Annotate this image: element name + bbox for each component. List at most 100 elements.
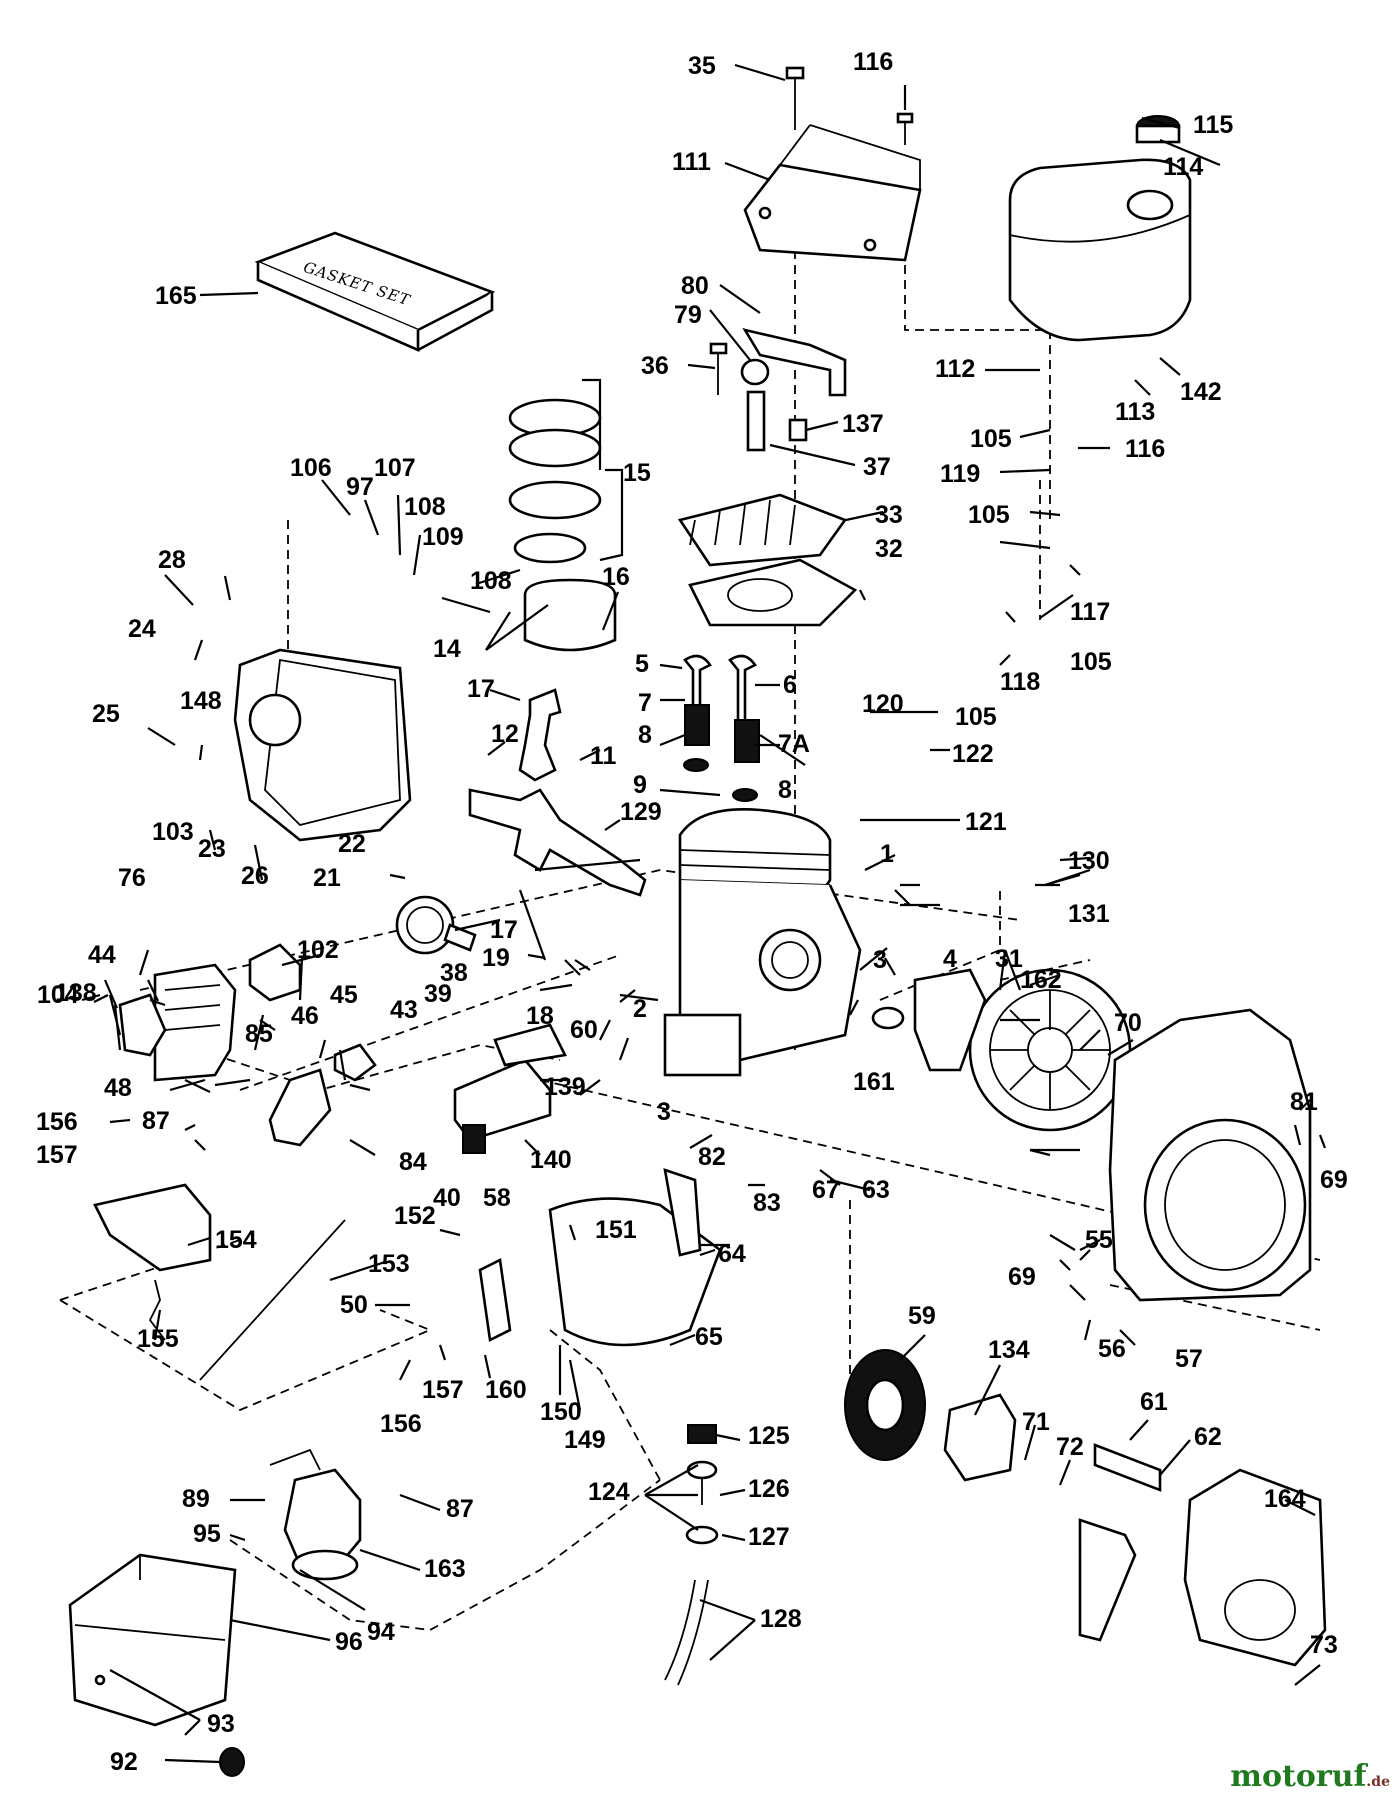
part-label: 60	[570, 1016, 598, 1044]
part-labels: 35 116 115 114 111 165 80 79 36 112 113 …	[36, 48, 1348, 1776]
part-label: 79	[674, 301, 702, 329]
part-label: 124	[588, 1478, 630, 1506]
part-label: 127	[748, 1523, 790, 1551]
part-label: 152	[394, 1202, 436, 1230]
air-cleaner-box	[68, 1553, 237, 1727]
part-label: 17	[467, 675, 495, 703]
part-label: 139	[544, 1073, 586, 1101]
part-label: 9	[633, 771, 647, 799]
part-label: 58	[483, 1184, 511, 1212]
part-label: 65	[695, 1323, 723, 1351]
part-label: 154	[215, 1226, 257, 1254]
leader-lines	[81, 63, 1327, 1764]
part-label: 61	[1140, 1388, 1168, 1416]
part-label: 138	[55, 979, 97, 1007]
part-label: 119	[940, 460, 980, 488]
part-label: 38	[440, 959, 468, 987]
part-label: 104	[37, 981, 79, 1009]
part-label: 131	[1068, 900, 1110, 928]
part-label: 12	[491, 720, 519, 748]
fuel-tank	[1008, 115, 1192, 342]
part-label: 59	[908, 1302, 936, 1330]
part-label: 107	[374, 454, 416, 482]
part-label: 33	[875, 501, 903, 529]
part-label: 24	[128, 615, 156, 643]
part-label: 125	[748, 1422, 790, 1450]
part-label: 7	[638, 689, 652, 717]
part-label: 55	[1085, 1226, 1113, 1254]
part-label: 36	[641, 352, 669, 380]
base-guard	[548, 1168, 722, 1347]
part-label: 105	[1070, 648, 1112, 676]
part-label: 156	[380, 1410, 422, 1438]
part-label: 134	[988, 1336, 1030, 1364]
part-label: 81	[1290, 1088, 1318, 1116]
part-label: 111	[672, 148, 711, 176]
part-label: 116	[853, 48, 893, 76]
part-label: 89	[182, 1485, 210, 1513]
part-label: 157	[422, 1376, 464, 1404]
part-label: 39	[424, 980, 452, 1008]
part-label: 48	[104, 1074, 132, 1102]
part-label: 97	[346, 473, 374, 501]
part-label: 108	[404, 493, 446, 521]
part-label: 115	[1193, 111, 1233, 139]
part-label: 72	[1056, 1433, 1084, 1461]
engine-parts	[68, 66, 1327, 1777]
part-label: 46	[291, 1002, 319, 1030]
crankcase-cover	[233, 648, 412, 842]
part-label: 87	[142, 1107, 170, 1135]
watermark-text: motoruf	[1230, 1759, 1367, 1794]
part-label: 95	[193, 1520, 221, 1548]
part-label: 26	[241, 862, 269, 890]
part-label: 16	[602, 563, 630, 591]
part-label: 85	[245, 1020, 273, 1048]
part-label: 126	[748, 1475, 790, 1503]
part-label: 112	[935, 355, 975, 383]
part-label: 105	[968, 501, 1010, 529]
part-label: 76	[118, 864, 146, 892]
part-label: 50	[340, 1291, 368, 1319]
part-label: 130	[1068, 847, 1110, 875]
part-label: 8	[638, 721, 652, 749]
part-label: 148	[180, 687, 222, 715]
part-label: 6	[783, 671, 797, 699]
part-label: 116	[1125, 435, 1165, 463]
part-label: 153	[368, 1250, 410, 1278]
part-label: 113	[1115, 398, 1155, 426]
part-label: 117	[1070, 598, 1110, 626]
part-label: 44	[88, 941, 116, 969]
part-label: 151	[595, 1216, 637, 1244]
shroud-bracket	[743, 124, 922, 262]
part-label: 93	[207, 1710, 235, 1738]
part-label: 21	[313, 864, 341, 892]
part-label: 109	[422, 523, 464, 551]
part-label: 94	[367, 1618, 395, 1646]
part-label: 128	[760, 1605, 802, 1633]
part-label: 102	[297, 936, 339, 964]
part-label: 105	[955, 703, 997, 731]
part-label: 15	[623, 459, 651, 487]
part-label: 5	[635, 650, 649, 678]
part-label: 22	[338, 830, 366, 858]
part-label: 40	[433, 1184, 461, 1212]
part-label: 25	[92, 700, 120, 728]
part-label: 140	[530, 1146, 572, 1174]
part-label: 150	[540, 1398, 582, 1426]
part-label: 80	[681, 272, 709, 300]
part-label: 43	[390, 996, 418, 1024]
part-label: 164	[1264, 1485, 1306, 1513]
part-label: 160	[485, 1376, 527, 1404]
part-label: 84	[399, 1148, 427, 1176]
part-label: 63	[862, 1176, 890, 1204]
part-label: 129	[620, 798, 662, 826]
part-label: 8	[778, 776, 792, 804]
part-label: 4	[943, 945, 957, 973]
part-label: 161	[853, 1068, 895, 1096]
part-label: 155	[137, 1325, 179, 1353]
part-label: 11	[590, 742, 617, 770]
part-label: 157	[36, 1141, 78, 1169]
part-label: 106	[290, 454, 332, 482]
part-label: 35	[688, 52, 716, 80]
